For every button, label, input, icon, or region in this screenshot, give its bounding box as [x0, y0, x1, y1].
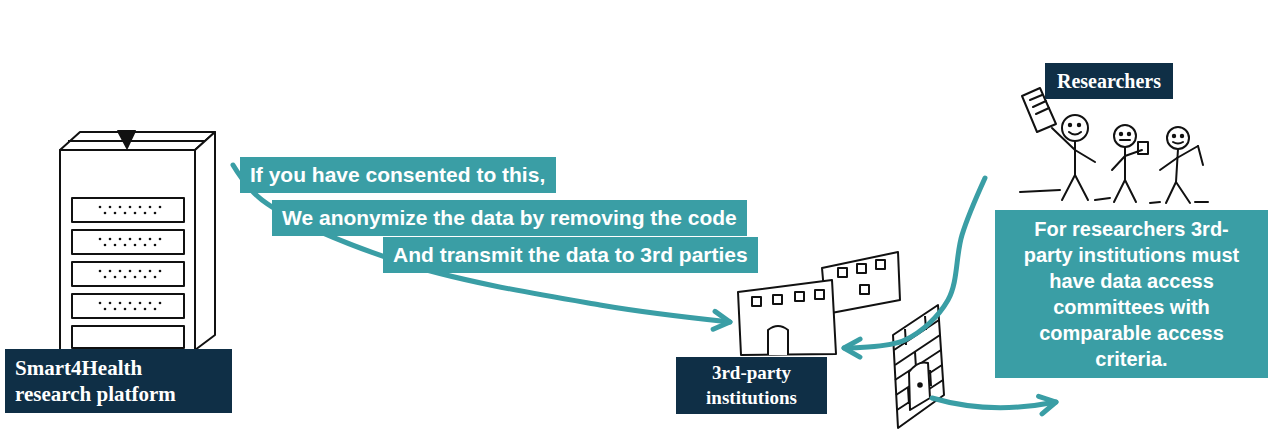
exit-arrow: [932, 398, 1056, 408]
step-box: We anonymize the data by removing the co…: [272, 200, 747, 236]
node-text: Smart4Health research platform: [15, 355, 202, 408]
node-text: We anonymize the data by removing the co…: [282, 204, 737, 231]
researchers-drawing: [1020, 88, 1208, 203]
researchers-node: Researchers: [985, 63, 1210, 193]
node-text: 3rd-party institutions: [684, 361, 819, 410]
institutions-label: 3rd-party institutions: [676, 357, 827, 414]
server-drawing: [60, 131, 215, 350]
step-box: If you have consented to this,: [240, 157, 556, 193]
platform-label: Smart4Health research platform: [5, 349, 232, 414]
buildings-drawing: [738, 252, 900, 355]
wall-drawing: [893, 305, 944, 428]
server-node: Smart4Health research platform: [5, 128, 233, 413]
node-text: For researchers 3rd-party institutions m…: [1013, 216, 1250, 372]
node-text: If you have consented to this,: [250, 161, 546, 188]
researchers-label: Researchers: [1045, 63, 1173, 99]
flow-arrow: [844, 178, 985, 348]
note-box: For researchers 3rd-party institutions m…: [995, 210, 1268, 378]
step-box: And transmit the data to 3rd parties: [383, 237, 758, 273]
node-text: And transmit the data to 3rd parties: [393, 241, 748, 268]
institutions-node: 3rd-party institutions: [732, 245, 844, 415]
node-text: Researchers: [1057, 68, 1161, 94]
